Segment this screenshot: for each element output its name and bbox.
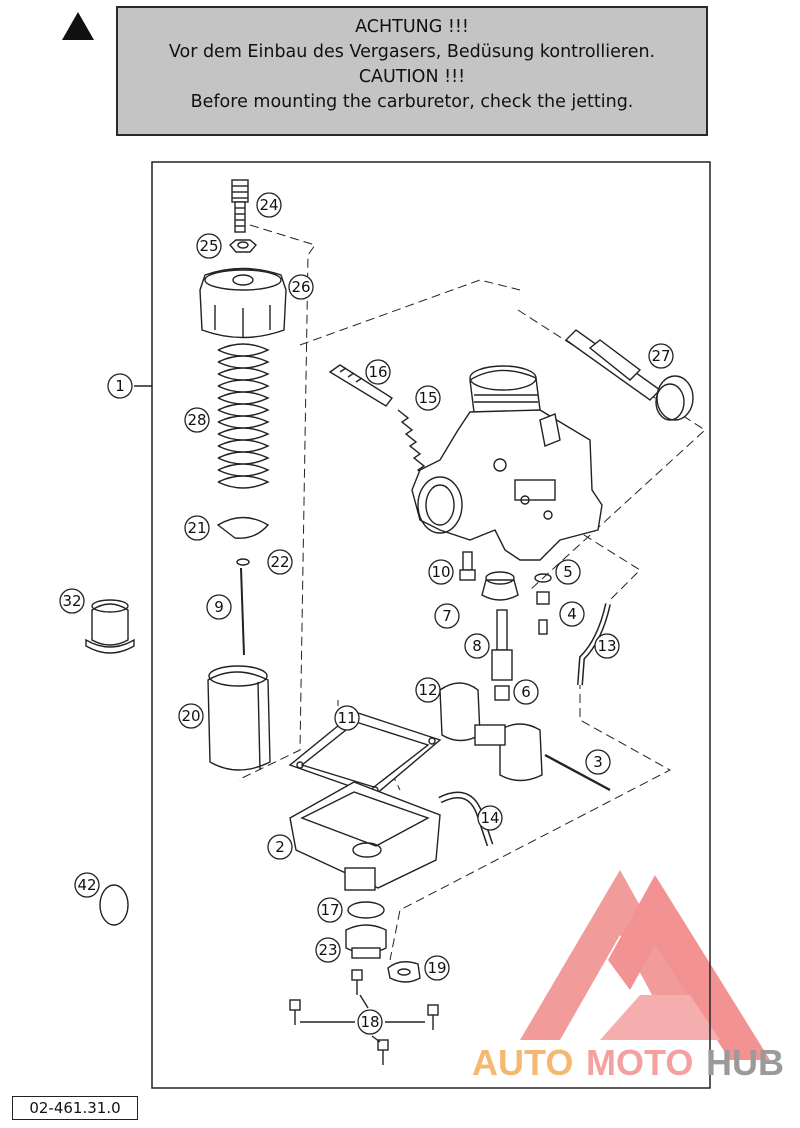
callout-label: 27 <box>651 347 670 365</box>
callout-22: 22 <box>267 549 293 575</box>
callout-18: 18 <box>357 1009 383 1035</box>
watermark-text: AUTO MOTO HUB <box>472 1042 784 1083</box>
callout-label: 21 <box>187 519 206 537</box>
callout-26: 26 <box>288 274 314 300</box>
callout-label: 42 <box>77 876 96 894</box>
callout-23: 23 <box>315 937 341 963</box>
callout-label: 16 <box>368 363 387 381</box>
callout-label: 11 <box>337 709 356 727</box>
callout-label: 18 <box>360 1013 379 1031</box>
callout-3: 3 <box>585 749 611 775</box>
callout-15: 15 <box>415 385 441 411</box>
callout-label: 5 <box>563 563 573 581</box>
callout-21: 21 <box>184 515 210 541</box>
callout-label: 4 <box>567 605 577 623</box>
callout-label: 17 <box>320 901 339 919</box>
callout-label: 19 <box>427 959 446 977</box>
callout-42: 42 <box>74 872 100 898</box>
callout-28: 28 <box>184 407 210 433</box>
caution-line-4: Before mounting the carburetor, check th… <box>190 92 634 112</box>
callout-label: 2 <box>275 838 285 856</box>
callout-label: 23 <box>318 941 337 959</box>
caution-line-3: CAUTION !!! <box>358 67 466 87</box>
callout-5: 5 <box>555 559 581 585</box>
watermark-moto: MOTO <box>586 1042 693 1083</box>
callout-17: 17 <box>317 897 343 923</box>
callout-label: 3 <box>593 753 603 771</box>
callout-label: 28 <box>187 411 206 429</box>
callout-label: 22 <box>270 553 289 571</box>
callout-20: 20 <box>178 703 204 729</box>
callout-8: 8 <box>464 633 490 659</box>
callout-label: 12 <box>418 681 437 699</box>
caution-box: ACHTUNG !!! Vor dem Einbau des Vergasers… <box>116 6 708 136</box>
callout-24: 24 <box>256 192 282 218</box>
warning-triangle-icon <box>62 12 94 40</box>
callout-label: 32 <box>62 592 81 610</box>
callout-label: 6 <box>521 683 531 701</box>
callout-12: 12 <box>415 677 441 703</box>
caution-line-2: Vor dem Einbau des Vergasers, Bedüsung k… <box>168 42 656 62</box>
callout-25: 25 <box>196 233 222 259</box>
callout-label: 26 <box>291 278 310 296</box>
callout-10: 10 <box>428 559 454 585</box>
callout-16: 16 <box>365 359 391 385</box>
callout-7: 7 <box>434 603 460 629</box>
callout-label: 9 <box>214 598 224 616</box>
callout-label: 1 <box>115 377 125 395</box>
callout-label: 10 <box>431 563 450 581</box>
callout-label: 8 <box>472 637 482 655</box>
caution-line-1: ACHTUNG !!! <box>355 17 469 37</box>
watermark-hub: HUB <box>706 1042 784 1083</box>
callout-label: 13 <box>597 637 616 655</box>
watermark-auto: AUTO <box>472 1042 573 1083</box>
callout-13: 13 <box>594 633 620 659</box>
callout-11: 11 <box>334 705 360 731</box>
part-number: 02-461.31.0 <box>12 1096 138 1120</box>
watermark-logo <box>520 870 770 1060</box>
callout-19: 19 <box>424 955 450 981</box>
callout-label: 7 <box>442 607 452 625</box>
callout-1: 1 <box>107 373 133 399</box>
callout-27: 27 <box>648 343 674 369</box>
callout-32: 32 <box>59 588 85 614</box>
callout-label: 20 <box>181 707 200 725</box>
callout-label: 15 <box>418 389 437 407</box>
callout-9: 9 <box>206 594 232 620</box>
callout-label: 25 <box>199 237 218 255</box>
callout-2: 2 <box>267 834 293 860</box>
callout-6: 6 <box>513 679 539 705</box>
callout-4: 4 <box>559 601 585 627</box>
callout-label: 24 <box>259 196 278 214</box>
callout-14: 14 <box>477 805 503 831</box>
callout-label: 14 <box>480 809 499 827</box>
